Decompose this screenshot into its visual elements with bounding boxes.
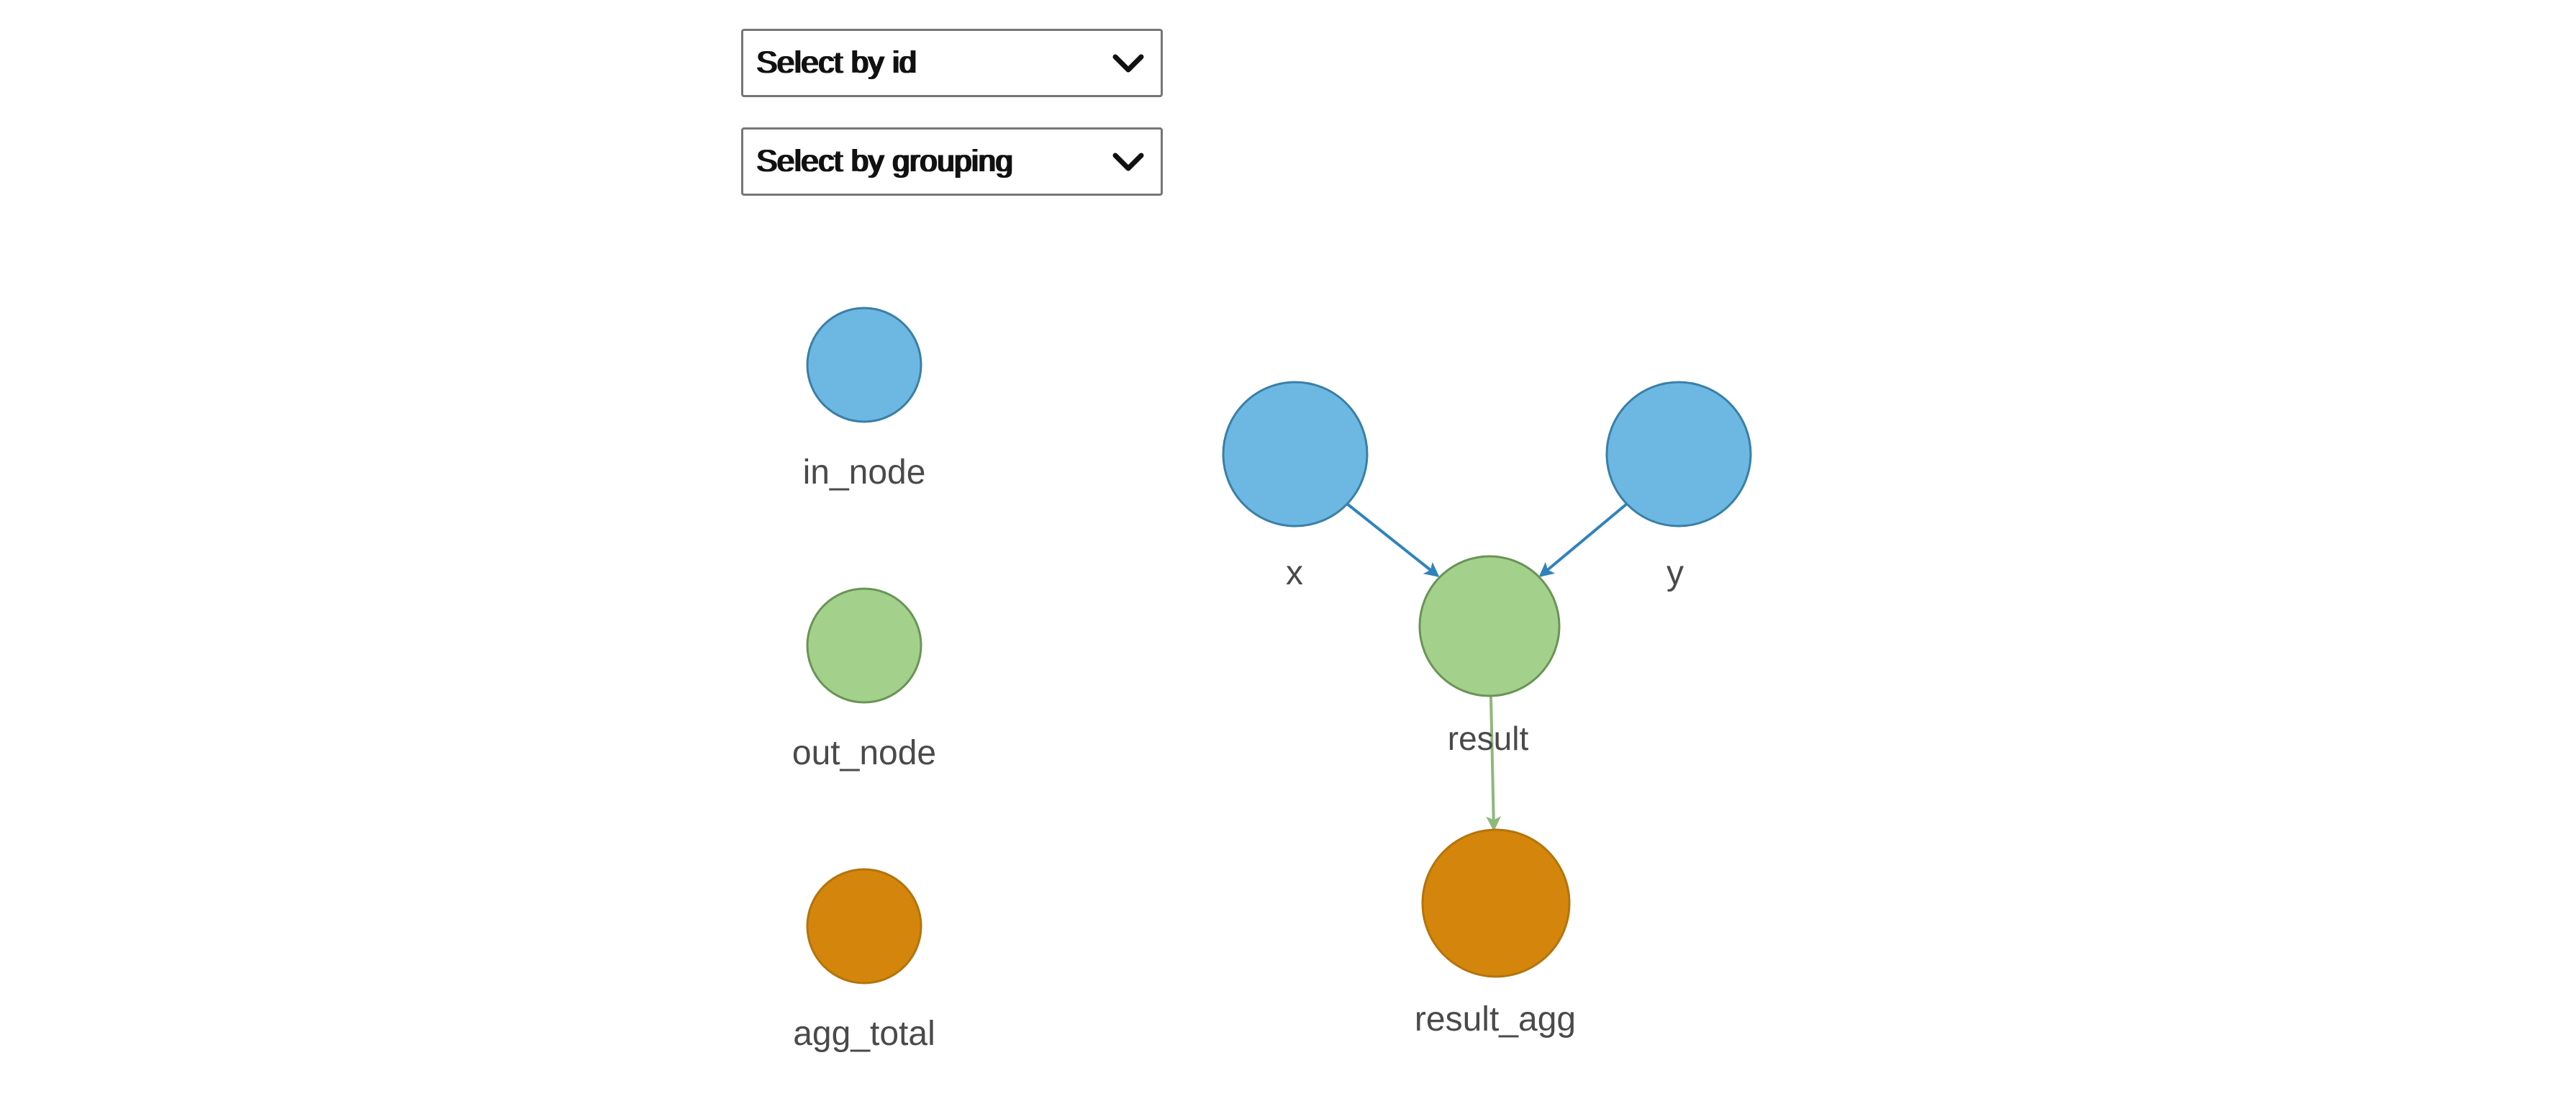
graph-node-x[interactable] (1222, 381, 1369, 528)
node-label-y: y (1666, 554, 1684, 592)
controls-panel: Select by id Select by id Select by grou… (741, 29, 1166, 226)
legend-label-out_node: out_node (792, 734, 936, 772)
node-label-x: x (1286, 554, 1303, 592)
select-by-id-wrapper[interactable]: Select by id Select by id (741, 29, 1163, 97)
legend-group: in_node out_node agg_total (792, 307, 936, 1053)
graph-edge-x-result[interactable] (1346, 502, 1440, 577)
graph-node-result_agg[interactable] (1421, 828, 1571, 978)
graph-edge-y-result[interactable] (1538, 502, 1628, 578)
graph-edges-group (1346, 502, 1628, 832)
legend-swatch-in_node[interactable] (806, 307, 922, 423)
graph-nodes-group (1222, 381, 1752, 978)
legend-label-agg_total: agg_total (793, 1015, 935, 1053)
select-by-id[interactable]: Select by id (741, 29, 1163, 97)
legend-swatch-out_node[interactable] (806, 587, 922, 704)
select-by-grouping-wrapper[interactable]: Select by grouping Select by grouping (741, 127, 1163, 196)
graph-labels-group: result x y result_agg (1286, 554, 1684, 1038)
graph-node-y[interactable] (1605, 381, 1752, 528)
legend-item-in_node[interactable]: in_node (803, 307, 926, 492)
legend-item-out_node[interactable]: out_node (792, 587, 936, 772)
graph-edge-result-result_agg[interactable] (1486, 696, 1502, 832)
node-label-result_agg: result_agg (1415, 1000, 1576, 1038)
graph-node-result[interactable] (1418, 555, 1561, 697)
select-by-grouping[interactable]: Select by grouping (741, 127, 1163, 196)
legend-swatch-agg_total[interactable] (806, 868, 922, 984)
legend-item-agg_total[interactable]: agg_total (793, 868, 935, 1053)
edge-label-result-result_agg: result (1448, 720, 1529, 757)
legend-label-in_node: in_node (803, 453, 926, 492)
